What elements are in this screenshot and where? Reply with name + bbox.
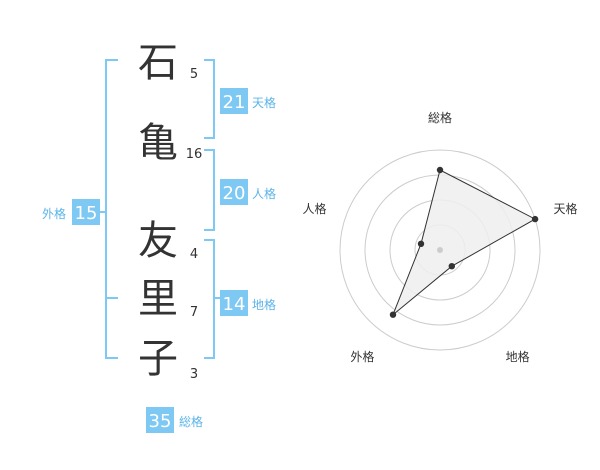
fortune-badges: 21 天格 20 人格 14 地格 外格 15 35 総格 <box>42 88 276 433</box>
given-strokes-1: 4 <box>190 247 198 262</box>
tenkaku-value: 21 <box>223 92 246 113</box>
given-char-2: 里 <box>138 276 178 322</box>
tenkaku-badge: 21 天格 <box>220 88 276 114</box>
radar-axis-label-3: 地格 <box>506 349 530 364</box>
given-strokes-2: 7 <box>190 305 198 320</box>
surname-char-2: 亀 <box>138 120 178 166</box>
radar-point-1 <box>436 166 444 174</box>
gaikaku-value: 15 <box>75 203 98 224</box>
radar-axis-label-4: 外格 <box>350 349 374 364</box>
tenkaku-badge-box <box>220 88 248 114</box>
name-characters: 石 5 亀 16 友 4 里 7 子 3 <box>138 40 202 382</box>
chikaku-badge-box <box>220 290 248 316</box>
radar-point-5 <box>417 240 425 247</box>
radar-point-3 <box>448 263 455 270</box>
radar-ring-4 <box>339 149 541 351</box>
surname-strokes-2: 16 <box>186 147 203 162</box>
radar-axis-label-2: 天格 <box>553 201 577 216</box>
radar-point-2 <box>531 215 539 223</box>
chikaku-bracket <box>204 239 215 359</box>
surname-strokes-1: 5 <box>190 67 198 82</box>
chikaku-label: 地格 <box>252 297 276 312</box>
soukaku-badge-box <box>146 407 174 433</box>
jinkaku-bracket <box>204 149 215 231</box>
jinkaku-badge: 20 人格 <box>220 179 276 205</box>
given-char-3: 子 <box>138 336 178 382</box>
surname-char-1: 石 <box>138 40 178 86</box>
soukaku-value: 35 <box>149 411 172 432</box>
jinkaku-label: 人格 <box>252 186 276 201</box>
given-strokes-3: 3 <box>190 367 198 382</box>
stroke-brackets <box>100 59 220 359</box>
radar-point-4 <box>389 311 397 318</box>
tenkaku-bracket <box>204 59 215 139</box>
soukaku-badge: 35 総格 <box>146 407 203 433</box>
radar-axis-label-5: 人格 <box>302 201 326 216</box>
radar-polygon <box>392 169 537 316</box>
jinkaku-value: 20 <box>223 183 246 204</box>
radar-axis-label-1: 総格 <box>428 110 452 125</box>
chikaku-value: 14 <box>223 294 246 315</box>
gaikaku-bracket <box>105 59 118 359</box>
gaikaku-label: 外格 <box>42 206 66 221</box>
chikaku-badge: 14 地格 <box>220 290 276 316</box>
jinkaku-badge-box <box>220 179 248 205</box>
soukaku-label: 総格 <box>179 414 203 429</box>
gaikaku-badge: 外格 15 <box>42 199 100 225</box>
gaikaku-badge-box <box>72 199 100 225</box>
given-char-1: 友 <box>138 218 178 264</box>
tenkaku-label: 天格 <box>252 95 276 110</box>
radar-center-point <box>437 247 443 253</box>
